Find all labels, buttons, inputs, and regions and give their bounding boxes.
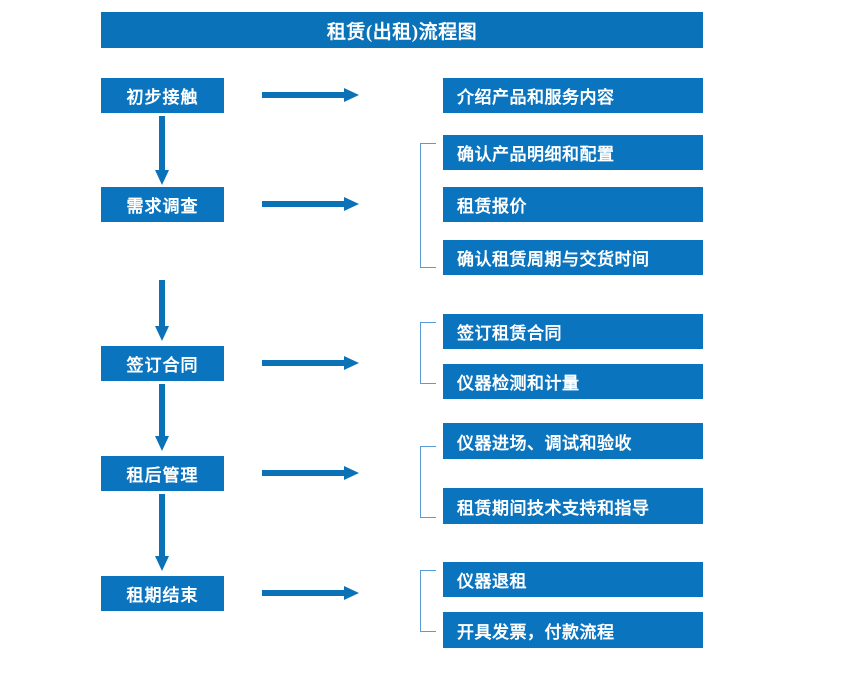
stage-box-2[interactable]: 需求调查 <box>101 187 224 222</box>
diagram-title: 租赁(出租)流程图 <box>101 12 703 48</box>
horizontal-arrow-icon-1 <box>262 88 360 102</box>
horizontal-arrow-icon-4 <box>262 466 360 480</box>
detail-box-3[interactable]: 租赁报价 <box>443 187 703 222</box>
detail-box-5[interactable]: 签订租赁合同 <box>443 314 703 349</box>
horizontal-arrow-icon-5 <box>262 586 360 600</box>
detail-box-9[interactable]: 仪器退租 <box>443 562 703 597</box>
detail-box-10[interactable]: 开具发票，付款流程 <box>443 612 703 648</box>
group-bracket-3 <box>420 322 436 384</box>
detail-box-1[interactable]: 介绍产品和服务内容 <box>443 78 703 113</box>
detail-box-6[interactable]: 仪器检测和计量 <box>443 364 703 399</box>
vertical-arrow-icon-4 <box>155 494 169 572</box>
horizontal-arrow-icon-3 <box>262 356 360 370</box>
stage-box-3[interactable]: 签订合同 <box>101 346 224 381</box>
stage-box-5[interactable]: 租期结束 <box>101 576 224 611</box>
stage-box-1[interactable]: 初步接触 <box>101 78 224 113</box>
horizontal-arrow-icon-2 <box>262 197 360 211</box>
group-bracket-4 <box>420 446 436 518</box>
stage-box-4[interactable]: 租后管理 <box>101 456 224 491</box>
detail-box-7[interactable]: 仪器进场、调试和验收 <box>443 423 703 459</box>
detail-box-2[interactable]: 确认产品明细和配置 <box>443 135 703 170</box>
detail-box-8[interactable]: 租赁期间技术支持和指导 <box>443 488 703 524</box>
group-bracket-5 <box>420 570 436 632</box>
detail-box-4[interactable]: 确认租赁周期与交货时间 <box>443 240 703 275</box>
vertical-arrow-icon-2 <box>155 280 169 342</box>
vertical-arrow-icon-3 <box>155 384 169 452</box>
group-bracket-2 <box>420 143 436 268</box>
vertical-arrow-icon-1 <box>155 116 169 186</box>
